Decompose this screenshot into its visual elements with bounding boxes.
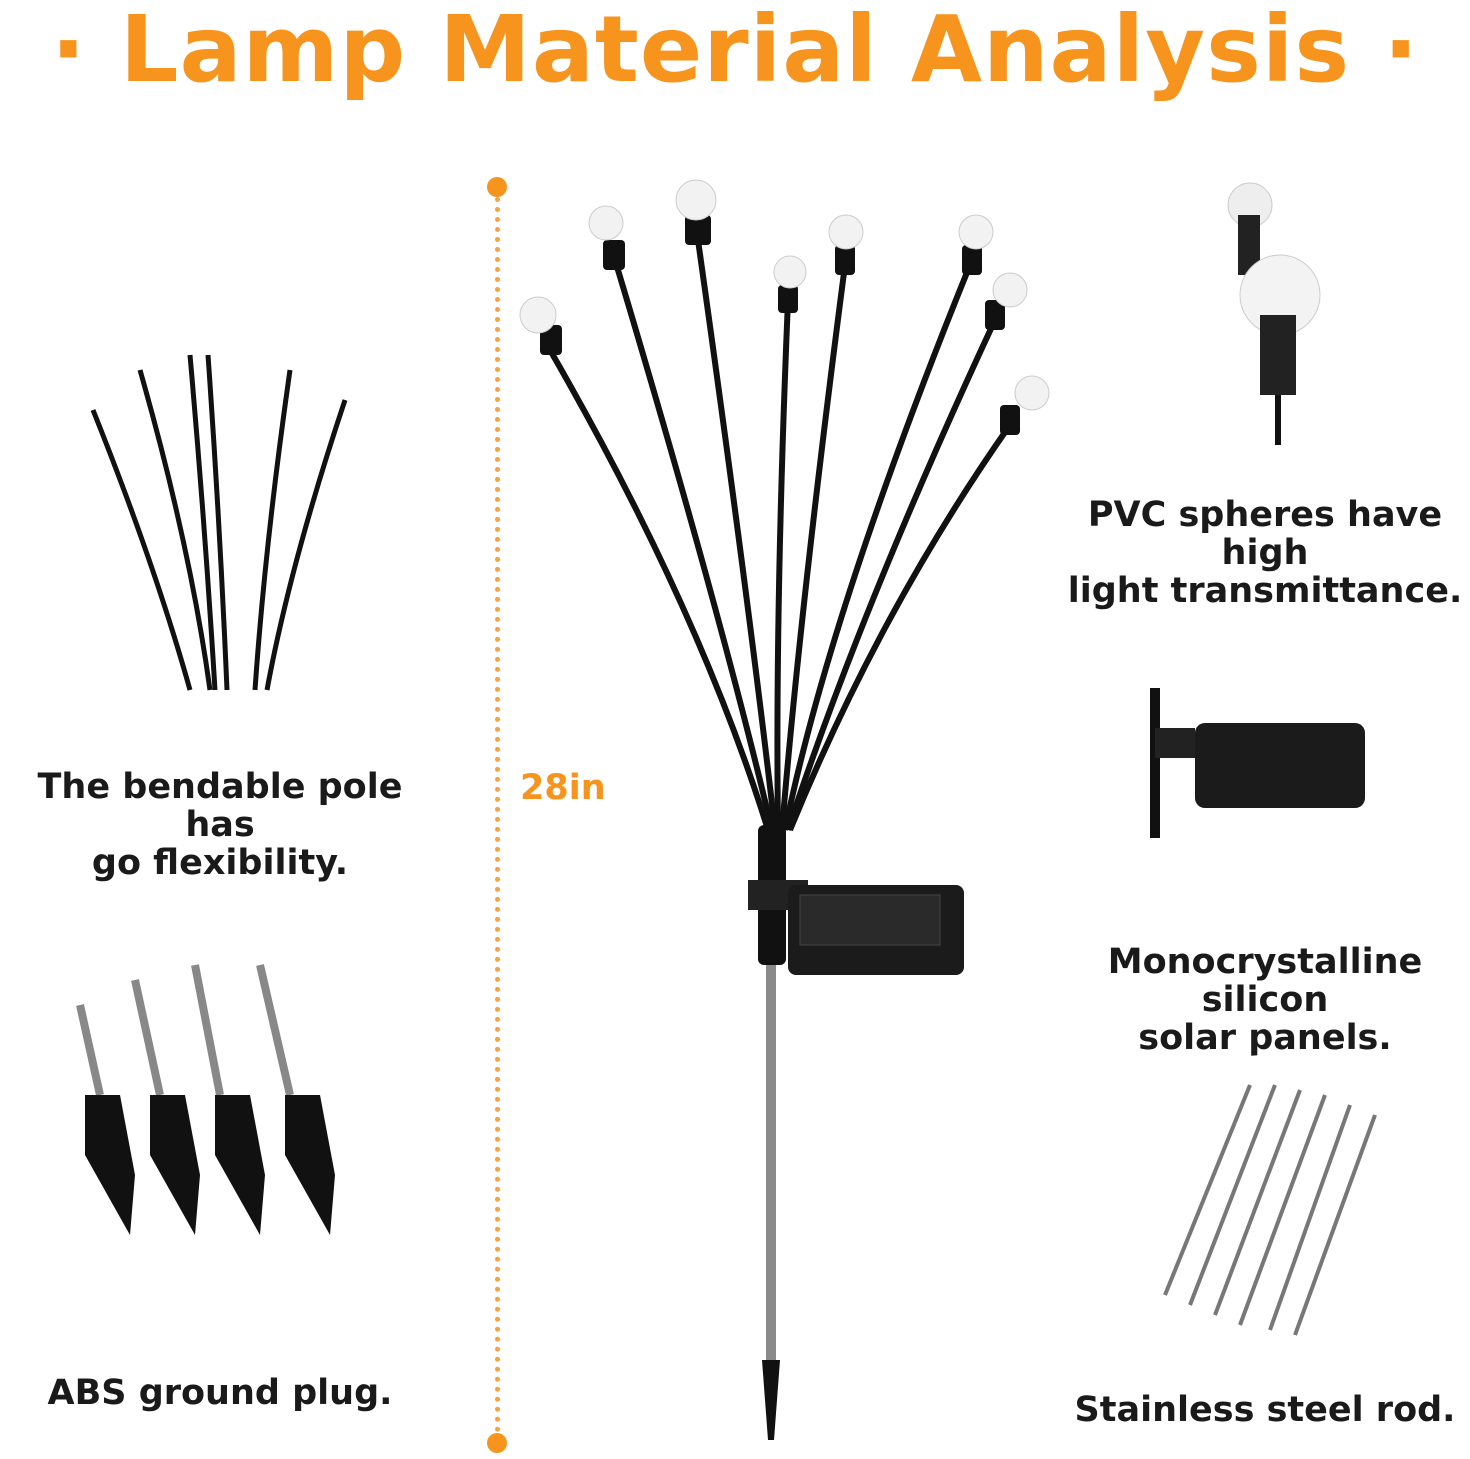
dimension-bottom-dot xyxy=(487,1433,507,1453)
solar-firefly-lamp-image xyxy=(519,179,1050,1440)
feature-caption-rod: Stainless steel rod. xyxy=(1074,1390,1456,1430)
dimension-top-dot xyxy=(487,177,507,197)
solar-panel-detail-image xyxy=(1110,608,1422,920)
ground-plug-detail-image xyxy=(5,915,435,1345)
page-title: · Lamp Material Analysis · xyxy=(50,0,1420,103)
steel-rod-detail-image xyxy=(1110,1055,1422,1367)
dimension-label: 28in xyxy=(520,768,606,808)
feature-caption-plug: ABS ground plug. xyxy=(47,1373,393,1413)
bendable-pole-detail-image xyxy=(5,305,435,735)
height-dimension-line xyxy=(495,187,500,1443)
pvc-sphere-detail-image xyxy=(1110,155,1422,467)
